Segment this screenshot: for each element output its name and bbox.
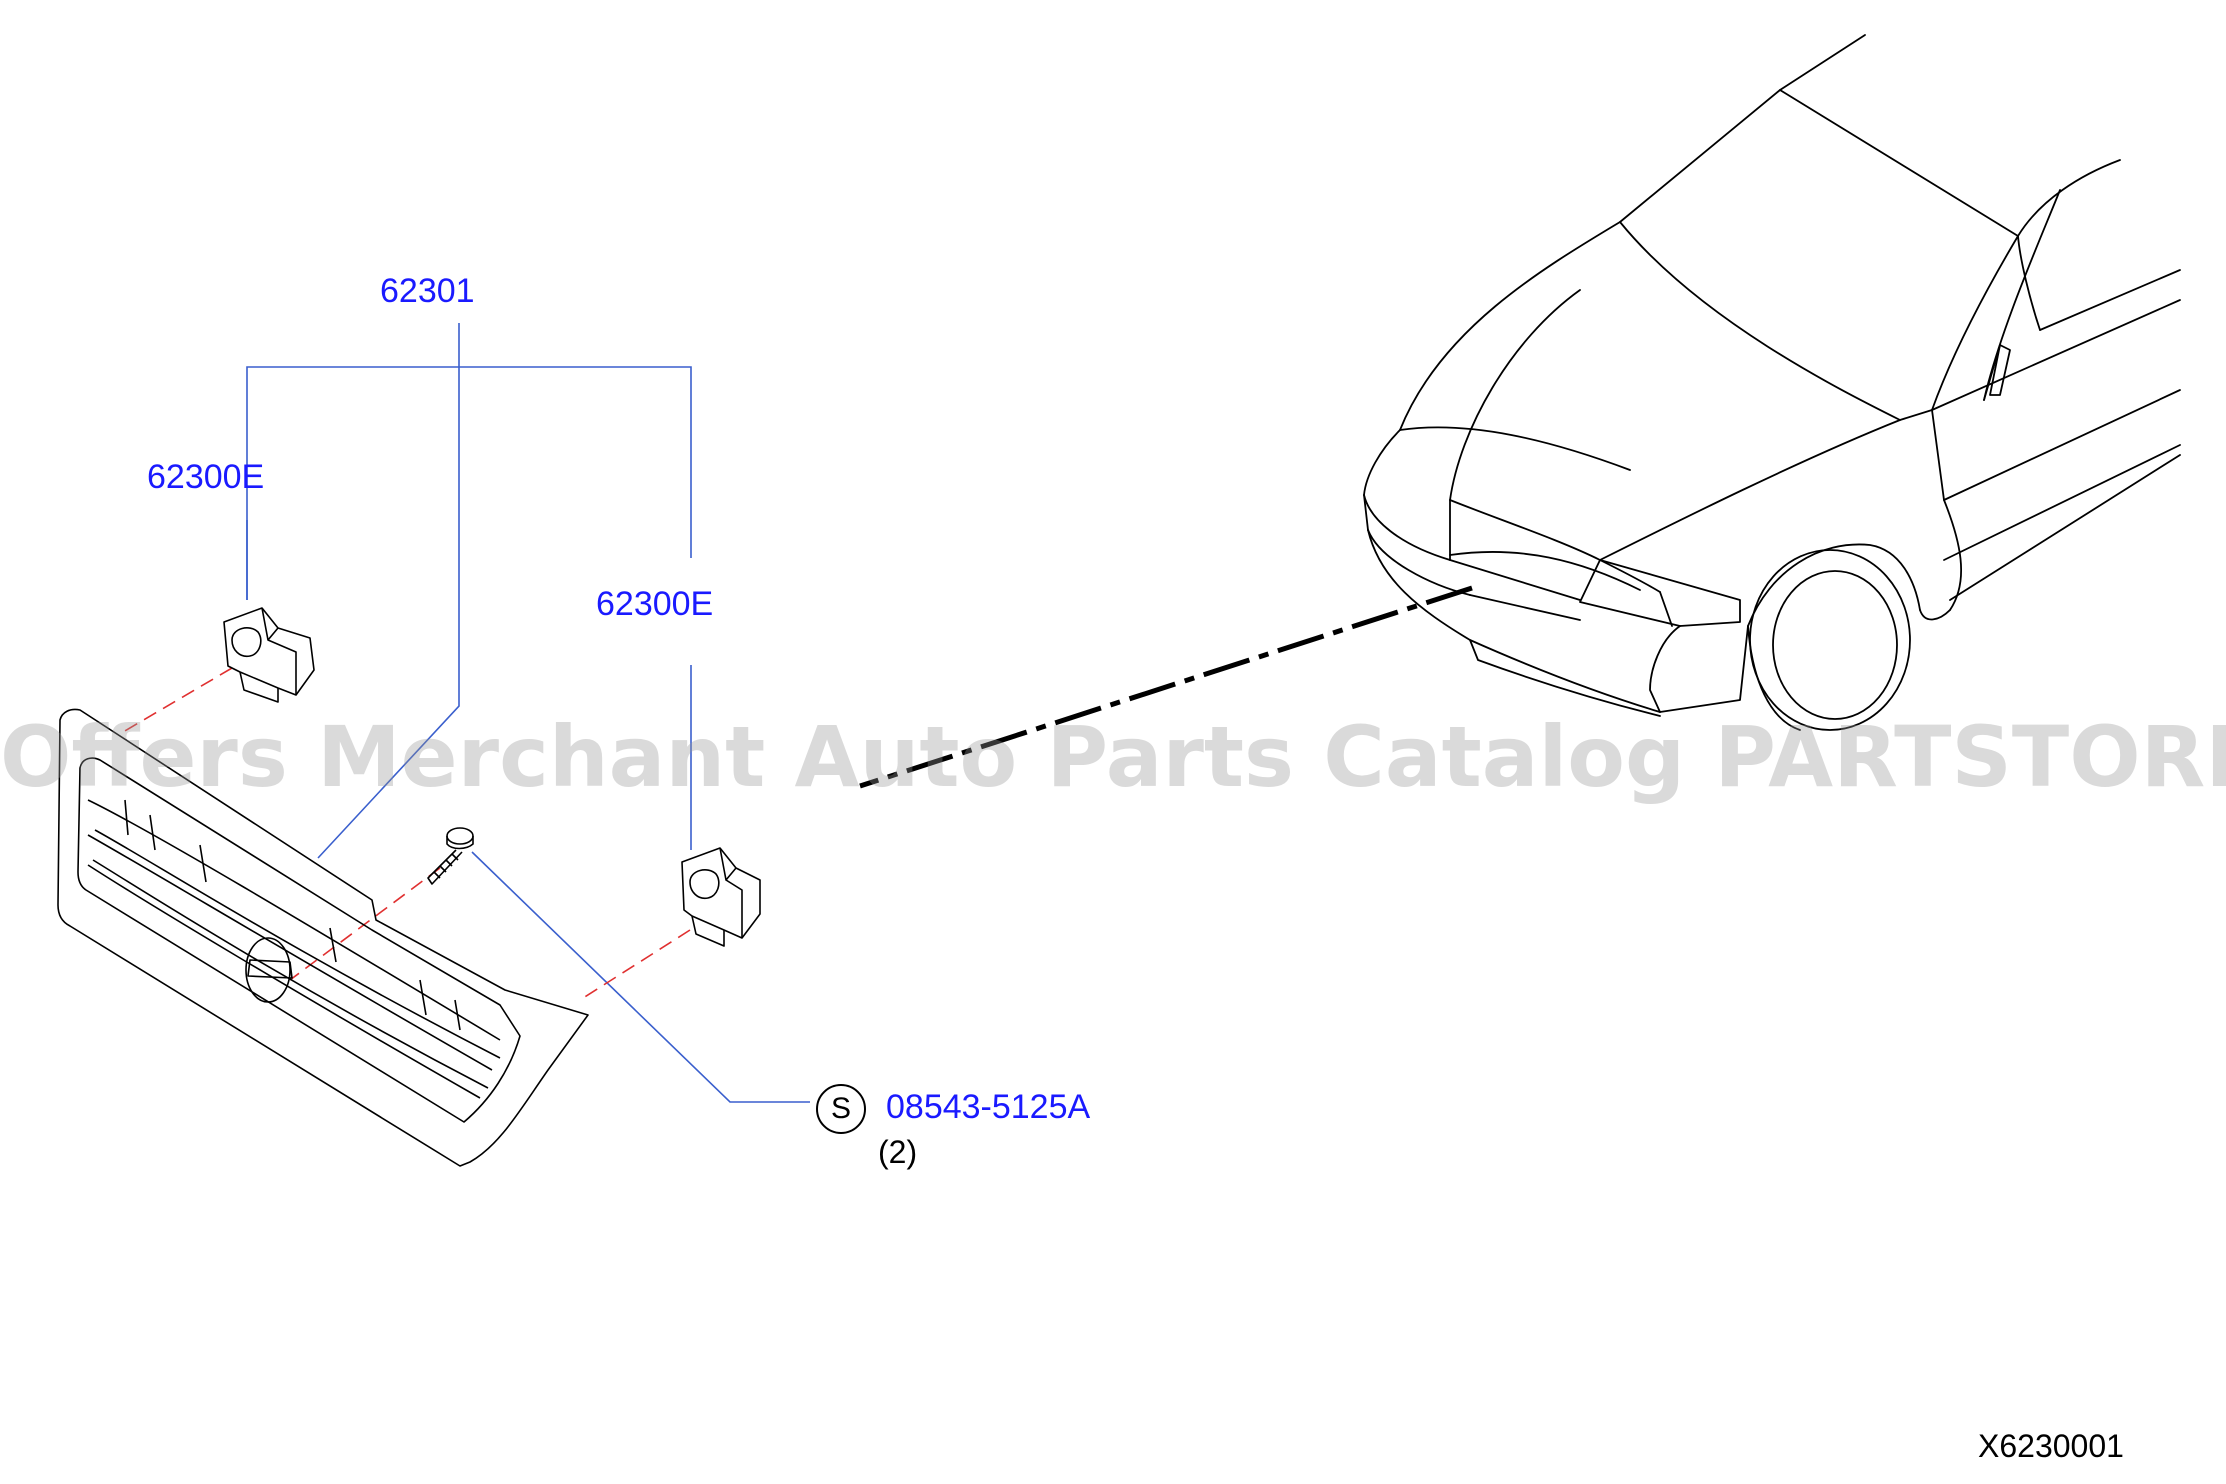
clip-left-drawing <box>223 607 315 703</box>
clip-right-drawing <box>681 847 761 947</box>
callout-62300e-right[interactable]: 62300E <box>596 585 714 623</box>
screw-quantity: (2) <box>878 1134 918 1170</box>
callout-screw[interactable]: 08543-5125A <box>886 1088 1091 1126</box>
callout-62301[interactable]: 62301 <box>380 272 475 310</box>
grille-drawing <box>57 708 589 1167</box>
vehicle-drawing <box>1363 34 2181 731</box>
diagram-reference: X6230001 <box>1978 1428 2124 1464</box>
callout-leaders <box>246 323 810 1103</box>
location-leader <box>859 585 1473 789</box>
alignment-lines <box>117 667 691 1001</box>
standard-part-badge: S <box>816 1084 866 1134</box>
screw-drawing <box>427 827 474 885</box>
callout-62300e-left[interactable]: 62300E <box>147 458 265 496</box>
